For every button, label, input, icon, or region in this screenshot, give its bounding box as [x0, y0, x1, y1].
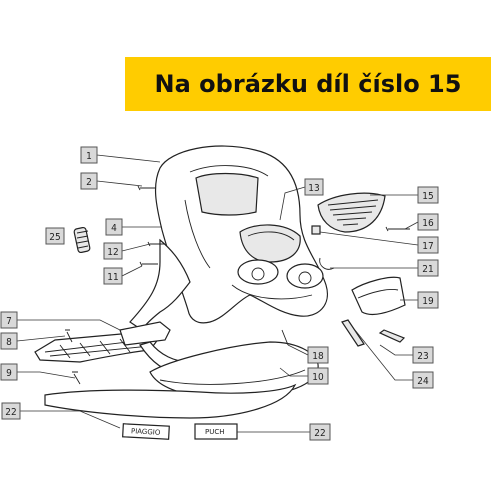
puch-badge-text: PUCH [205, 428, 225, 436]
callout-21: 21 [417, 259, 439, 277]
callout-label: 22 [5, 407, 16, 418]
callout-2: 2 [80, 172, 98, 190]
callout-9: 9 [0, 363, 18, 381]
callout-label: 2 [86, 177, 92, 188]
callout-label: 13 [308, 183, 319, 194]
callout-17: 17 [417, 236, 439, 254]
callout-23: 23 [412, 346, 434, 364]
callout-24: 24 [412, 371, 434, 389]
callout-label: 8 [6, 337, 12, 348]
callout-label: 21 [422, 264, 433, 275]
callout-label: 19 [422, 296, 434, 307]
puch-badge: PUCH [194, 423, 238, 440]
callout-label: 16 [422, 218, 434, 229]
callout-label: 12 [107, 247, 118, 258]
callout-22-right: 22 [309, 423, 331, 441]
callout-label: 18 [312, 351, 324, 362]
callout-12: 12 [103, 242, 123, 260]
callout-label: 25 [49, 232, 60, 243]
callout-label: 10 [312, 372, 324, 383]
banner-text: Na obrázku díl číslo 15 [154, 70, 462, 98]
callout-label: 15 [422, 191, 433, 202]
front-shield-assembly [129, 145, 328, 331]
callout-8: 8 [0, 332, 18, 350]
callout-label: 1 [86, 151, 92, 162]
callout-25: 25 [45, 227, 65, 245]
callout-13: 13 [304, 178, 324, 196]
callout-16: 16 [417, 213, 439, 231]
callout-label: 22 [314, 428, 325, 439]
callout-19: 19 [417, 291, 439, 309]
callout-label: 23 [417, 351, 428, 362]
callout-label: 7 [6, 316, 12, 327]
callout-1: 1 [80, 146, 98, 164]
callout-11: 11 [103, 267, 123, 285]
callout-18: 18 [307, 346, 329, 364]
callout-7: 7 [0, 311, 18, 329]
callout-4: 4 [105, 218, 123, 236]
callout-label: 4 [111, 223, 117, 234]
callout-label: 11 [107, 272, 118, 283]
piaggio-badge: PIAGGIO [122, 423, 170, 440]
callout-22-left: 22 [1, 402, 21, 420]
lower-skirt-assembly [44, 341, 319, 419]
leader-lines [16, 154, 419, 433]
callout-label: 24 [417, 376, 429, 387]
callout-label: 17 [422, 241, 433, 252]
title-banner: Na obrázku díl číslo 15 [125, 57, 491, 111]
callout-label: 9 [6, 368, 12, 379]
callout-15: 15 [417, 186, 439, 204]
small-parts [65, 185, 410, 385]
piaggio-badge-text: PIAGGIO [131, 427, 161, 437]
callout-10: 10 [307, 367, 329, 385]
